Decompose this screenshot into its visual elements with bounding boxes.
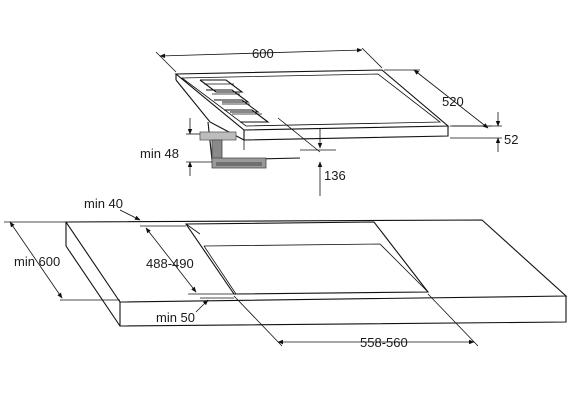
label-min-40: min 40 [84,196,123,211]
dimension-136: 136 [277,117,346,196]
label-600: 600 [252,46,274,61]
dimension-min-600: min 600 [4,221,120,301]
dimension-558-560: 558-560 [233,293,479,350]
dimension-min-48: min 48 [140,118,212,176]
dimension-min-50: min 50 [156,297,234,325]
dimension-600: 600 [155,46,383,73]
dimension-488-490: 488-490 [140,225,234,295]
worktop-cutout [184,221,430,295]
dimension-520: 520 [384,69,492,129]
dimension-min-40: min 40 [84,196,201,235]
worktop-slab [64,219,568,327]
fixing-bracket [199,131,267,169]
label-52: 52 [504,132,518,147]
label-min-48: min 48 [140,146,179,161]
dimension-52: 52 [450,112,518,152]
label-558-560: 558-560 [360,335,408,350]
label-min-600: min 600 [14,254,60,269]
label-136: 136 [324,168,346,183]
hob-burner-grates [199,79,270,123]
label-488-490: 488-490 [146,256,194,271]
label-min-50: min 50 [156,310,195,325]
label-520: 520 [442,94,464,109]
